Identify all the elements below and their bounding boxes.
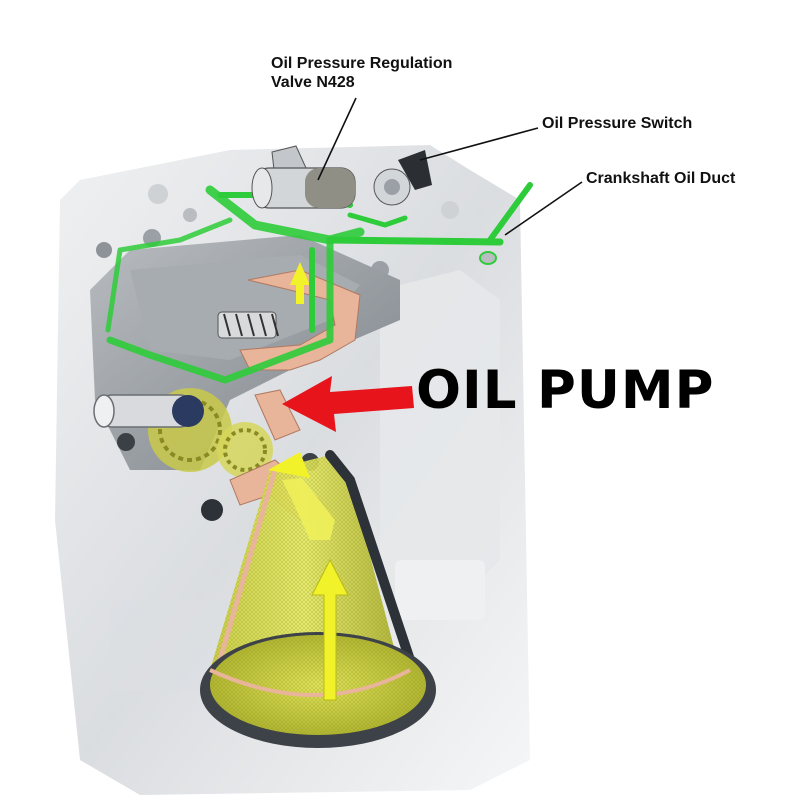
valve-label-line2: Valve N428 [271,74,355,91]
duct-leader-line [504,181,583,236]
relief-spring [217,311,279,339]
oil-pickup-funnel [200,450,436,748]
valve-label-line1: Oil Pressure Regulation [271,55,453,72]
oil-pump-title: OIL PUMP [416,360,715,421]
pump-pointer-arrow [282,376,414,432]
oil-flow-arrows [268,262,349,701]
crankshaft-duct-fitting [479,251,497,265]
valve-leader-line [317,97,357,181]
drive-shaft [93,394,204,428]
switch-leader-line [419,127,539,161]
duct-label: Crankshaft Oil Duct [586,170,736,187]
valve-label: Oil Pressure Regulation Valve N428 [271,54,452,92]
oil-pressure-switch [373,150,432,206]
switch-label: Oil Pressure Switch [542,115,693,132]
leader-lines [317,97,583,236]
pressure-regulation-valve [251,145,356,209]
